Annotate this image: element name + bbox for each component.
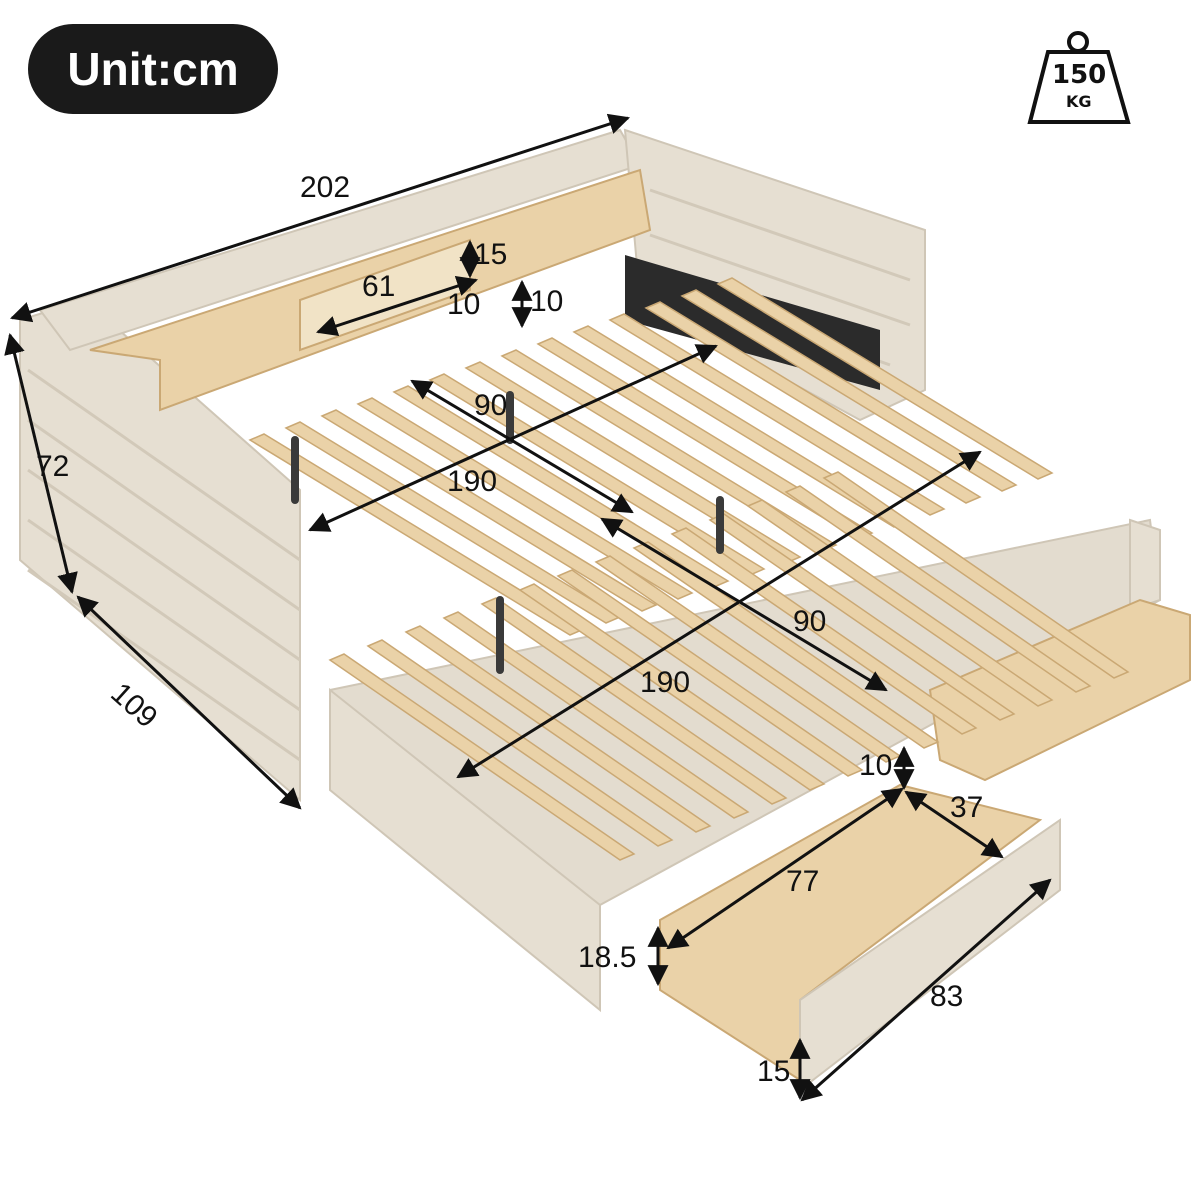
slat bbox=[680, 289, 1018, 492]
slat bbox=[716, 277, 1054, 480]
dim-drawer-depth: 77 bbox=[786, 865, 820, 898]
dim-height-total: 72 bbox=[36, 450, 70, 483]
dim-drawer-front-height: 18.5 bbox=[578, 941, 637, 974]
dim-shelf-height: 15 bbox=[474, 238, 508, 271]
dim-mattress-length-top: 190 bbox=[447, 465, 498, 498]
dim-mattress-width-trundle: 90 bbox=[793, 605, 827, 638]
dim-mattress-length-trundle: 190 bbox=[640, 666, 691, 699]
weight-unit: KG bbox=[1066, 92, 1092, 111]
front-rail bbox=[329, 687, 601, 1013]
trundle-end-cap bbox=[1129, 518, 1161, 612]
dim-shelf-width: 61 bbox=[362, 270, 396, 303]
dim-drawer-inner-height: 10 bbox=[859, 749, 893, 782]
dim-drawer-length: 83 bbox=[930, 980, 964, 1013]
dimension-lines bbox=[4, 113, 1052, 1102]
weight-value: 150 bbox=[1052, 60, 1107, 90]
dim-drawer-bottom-height: 15 bbox=[757, 1055, 791, 1088]
dim-drawer-width: 37 bbox=[950, 791, 984, 824]
dim-length-total: 202 bbox=[300, 171, 351, 204]
unit-badge: Unit:cm bbox=[28, 24, 278, 114]
dim-shelf-depth: 10 bbox=[447, 288, 481, 321]
dim-shelf-top-gap: 10 bbox=[530, 285, 564, 318]
weight-icon bbox=[1027, 31, 1131, 124]
dim-mattress-width-top: 90 bbox=[474, 389, 508, 422]
headboard-panel bbox=[625, 255, 880, 390]
